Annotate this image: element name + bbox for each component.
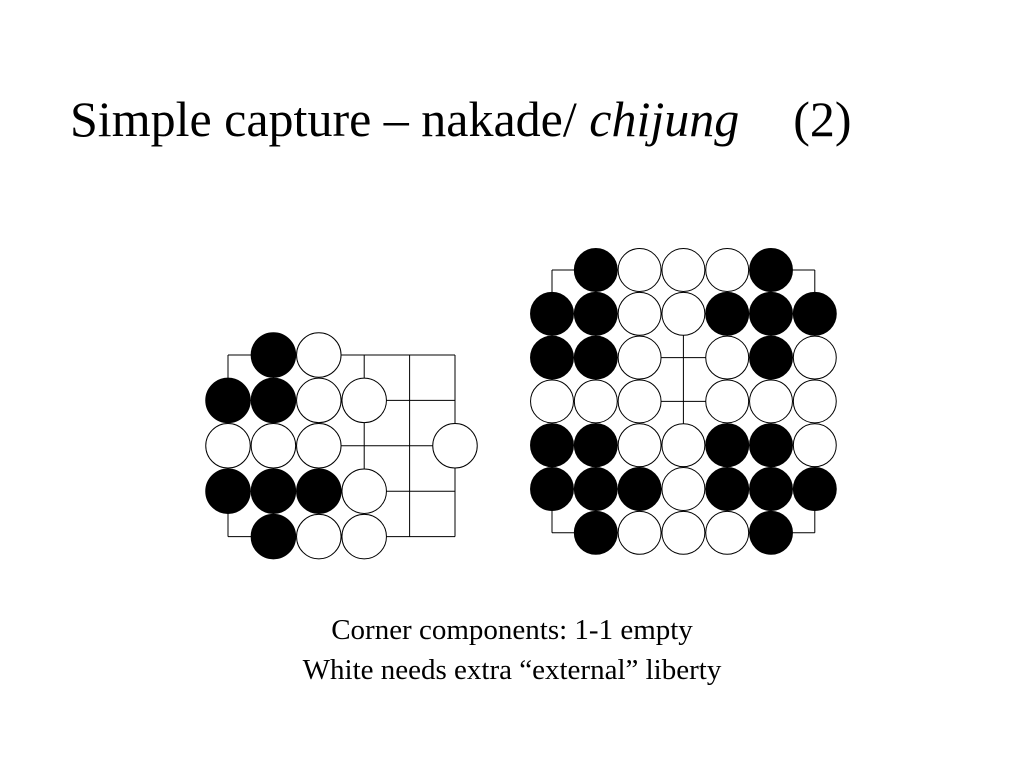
- white-stone: [661, 467, 706, 511]
- white-stone: [530, 379, 574, 424]
- white-stone: [296, 423, 342, 469]
- black-stone: [573, 423, 618, 468]
- slide-title: Simple capture – nakade/ chijung (2): [70, 92, 970, 147]
- white-stone: [705, 248, 750, 292]
- white-stone: [661, 291, 706, 336]
- white-stone: [617, 379, 662, 424]
- black-stone: [250, 468, 297, 514]
- black-stone: [792, 467, 837, 511]
- black-stone: [250, 377, 297, 424]
- black-stone: [705, 291, 750, 336]
- white-stone: [792, 335, 837, 380]
- white-stone: [617, 335, 662, 380]
- black-stone: [250, 332, 297, 378]
- white-stone: [205, 423, 251, 469]
- white-stone: [296, 332, 342, 378]
- white-stone: [573, 379, 618, 424]
- white-stone: [617, 510, 662, 555]
- white-stone: [792, 379, 837, 424]
- black-stone: [617, 467, 662, 511]
- white-stone: [617, 291, 662, 336]
- black-stone: [530, 423, 574, 468]
- black-stone: [530, 335, 574, 380]
- white-stone: [341, 513, 387, 560]
- white-stone: [341, 468, 387, 514]
- white-stone: [705, 379, 750, 424]
- white-stone: [661, 248, 706, 292]
- white-stone: [617, 248, 662, 292]
- black-stone: [749, 510, 793, 555]
- black-stone: [749, 335, 793, 380]
- right-go-board: [530, 248, 837, 555]
- title-number-text: (2): [793, 91, 852, 147]
- black-stone: [749, 291, 793, 336]
- black-stone: [573, 335, 618, 380]
- black-stone: [573, 467, 618, 511]
- black-stone: [530, 467, 574, 511]
- white-stone: [617, 423, 662, 468]
- white-stone: [250, 423, 297, 469]
- title-italic-text: chijung: [589, 91, 740, 147]
- white-stone: [792, 423, 837, 468]
- white-stone: [296, 377, 342, 424]
- black-stone: [296, 468, 342, 514]
- black-stone: [705, 423, 750, 468]
- black-stone: [573, 248, 618, 292]
- black-stone: [530, 291, 574, 336]
- white-stone: [341, 377, 387, 424]
- black-stone: [705, 467, 750, 511]
- white-stone: [661, 510, 706, 555]
- title-main-text: Simple capture – nakade/: [70, 91, 590, 147]
- black-stone: [573, 291, 618, 336]
- black-stone: [749, 467, 793, 511]
- caption-external-liberty: White needs extra “external” liberty: [302, 654, 722, 686]
- black-stone: [749, 423, 793, 468]
- white-stone: [432, 423, 478, 469]
- white-stone: [705, 335, 750, 380]
- black-stone: [749, 248, 793, 292]
- white-stone: [296, 513, 342, 560]
- black-stone: [205, 468, 251, 514]
- caption-corner-components: Corner components: 1-1 empty: [331, 614, 693, 646]
- white-stone: [661, 423, 706, 468]
- black-stone: [250, 513, 297, 560]
- black-stone: [573, 510, 618, 555]
- black-stone: [792, 291, 837, 336]
- black-stone: [205, 377, 251, 424]
- left-go-board: [205, 332, 478, 560]
- white-stone: [749, 379, 793, 424]
- white-stone: [705, 510, 750, 555]
